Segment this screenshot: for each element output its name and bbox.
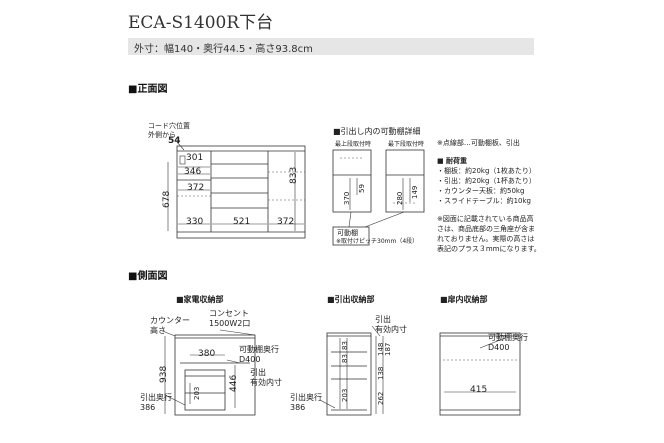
movable-shelf-label: 可動棚: [337, 229, 358, 237]
dim-372b: 372: [277, 217, 295, 227]
dim-833: 833: [289, 166, 299, 184]
drawer-dim: 187: [384, 342, 392, 356]
spec-text: 外寸：幅140・奥行44.5・高さ93.8cm: [134, 44, 313, 55]
bottom-mount-label: 最下段取付時: [388, 141, 425, 148]
dim-203: 203: [193, 386, 201, 400]
spec-bar: [128, 38, 534, 55]
dim-415: 415: [470, 385, 488, 395]
drawer-dim: 138: [377, 366, 385, 380]
drawer-dim: 83: [341, 341, 349, 350]
drawer-dim: 83: [341, 354, 349, 363]
appliance-drawer-depth: 引出奥行 386: [140, 393, 172, 412]
load-item: ・スライドテーブル：約10kg: [437, 197, 531, 205]
front-cabinet-outline: [176, 145, 306, 239]
cord-hole-label: コード穴位置 外側から: [148, 122, 190, 139]
cabinet-shelf-depth: 可動棚奥行 D400: [488, 333, 528, 352]
shelf-detail-title: ■引出し内の可動棚詳細: [333, 127, 421, 136]
front-view-title: ■正面図: [128, 84, 168, 95]
dim-59: 59: [358, 184, 366, 193]
outlet-label: コンセント 1500W2口: [209, 309, 251, 328]
dim-330: 330: [186, 217, 204, 227]
page-title: ECA-S1400R下台: [128, 13, 274, 33]
dim-380: 380: [198, 349, 216, 359]
dim-301: 301: [186, 153, 204, 163]
pitch-label: ※取付けピッチ30mm（4段）: [336, 238, 419, 245]
load-item: ・引出：約20kg（1杯あたり）: [437, 177, 536, 185]
appliance-drawer-inner: 引出 有効内寸: [250, 368, 282, 387]
legend-note: ※点線部…可動棚板、引出: [437, 139, 520, 147]
height-remark: ※図面に記載されている商品高 さは、商品底部の三角座が含ま れておりません。実際…: [437, 215, 541, 253]
dim-346: 346: [184, 167, 202, 177]
drawer-depth-label: 引出奥行 386: [290, 393, 322, 412]
side-view-title: ■側面図: [128, 271, 168, 282]
counter-height-label: カウンター 高さ: [150, 316, 190, 335]
drawer-section-title: ■引出収納部: [327, 295, 375, 304]
dim-446: 446: [229, 374, 239, 392]
dim-372a: 372: [187, 183, 205, 193]
drawer-dim: 262: [377, 391, 385, 405]
drawer-dim: 203: [341, 388, 349, 402]
cabinet-section-title: ■扉内収納部: [440, 295, 488, 304]
top-mount-label: 最上段取付時: [335, 141, 372, 148]
dim-370: 370: [343, 191, 351, 205]
load-title: ■ 耐荷重: [437, 157, 468, 165]
appliance-shelf-depth: 可動棚奥行 D400: [239, 345, 279, 364]
dim-938: 938: [159, 365, 169, 383]
load-item: ・カウンター天板：約50kg: [437, 187, 525, 195]
load-item: ・棚板：約20kg（1枚あたり）: [437, 167, 536, 175]
dim-280: 280: [396, 191, 404, 205]
dim-521: 521: [233, 217, 251, 227]
dim-678: 678: [162, 190, 172, 208]
dim-149: 149: [411, 185, 419, 199]
cord-hole-value: 54: [168, 136, 181, 146]
appliance-section-title: ■家電収納部: [176, 295, 224, 304]
drawer-inner-label: 引出 有効内寸: [375, 315, 407, 334]
